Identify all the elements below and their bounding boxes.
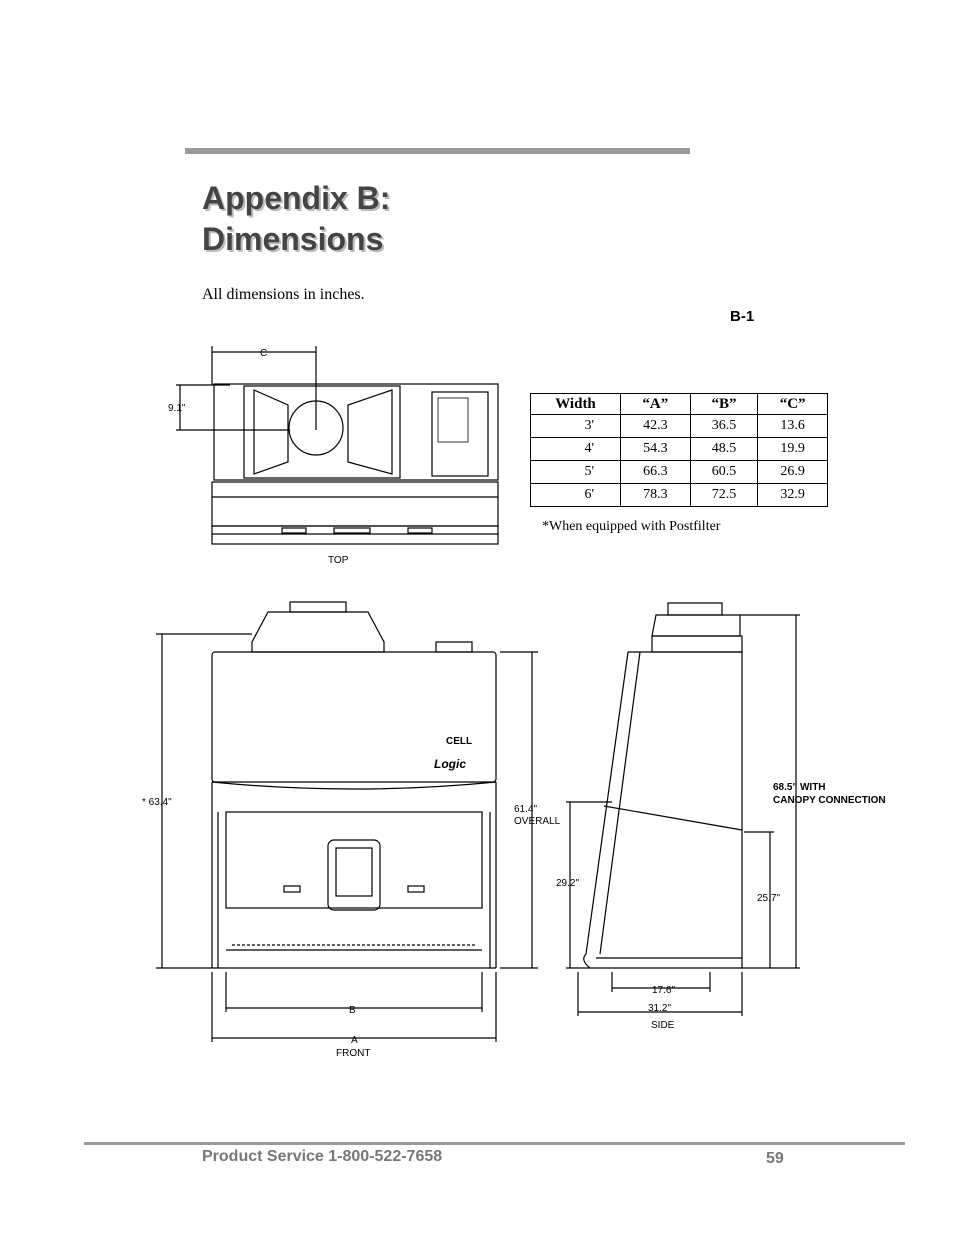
label-b: B <box>349 1005 356 1016</box>
cell-a: 66.3 <box>620 460 691 484</box>
label-29-2: 29.2" <box>556 878 579 889</box>
footer-rule <box>84 1142 905 1145</box>
title-line-1: Appendix B: <box>202 180 391 216</box>
figure-label: B-1 <box>730 308 755 325</box>
cell-width: 4' <box>530 437 621 461</box>
title-line-2: Dimensions <box>202 221 384 257</box>
cell-a: 42.3 <box>620 414 691 438</box>
cell-b: 36.5 <box>689 414 759 438</box>
header-c: “C” <box>757 393 828 415</box>
label-overall: OVERALL <box>514 816 561 827</box>
front-view-drawing <box>156 601 538 1042</box>
label-31-2: 31.2" <box>648 1003 671 1014</box>
label-61-4: 61.4" <box>514 804 537 815</box>
drawing-labels: C 9.1" TOP * 63.4" 61.4" OVERALL B A FRO… <box>142 348 780 1059</box>
page-number: 59 <box>766 1150 784 1167</box>
table-row: 3' 42.3 36.5 13.6 <box>530 414 828 438</box>
table-row: 6' 78.3 72.5 32.9 <box>530 483 828 507</box>
cell-width: 5' <box>530 460 621 484</box>
label-top: TOP <box>328 555 349 566</box>
header-b: “B” <box>689 393 759 415</box>
cell-c: 13.6 <box>757 414 828 438</box>
label-side: SIDE <box>651 1020 675 1031</box>
cell-a: 78.3 <box>620 483 691 507</box>
cell-b: 60.5 <box>689 460 759 484</box>
label-c: C <box>260 348 267 359</box>
cell-width: 6' <box>530 483 621 507</box>
label-a: A <box>351 1035 358 1046</box>
footer-contact: Product Service 1-800-522-7658 <box>202 1148 443 1165</box>
canopy-note: 68.5" WITH CANOPY CONNECTION <box>773 781 886 807</box>
cell-b: 48.5 <box>689 437 759 461</box>
label-25-7: 25.7" <box>757 893 780 904</box>
cell-b: 72.5 <box>689 483 759 507</box>
header-width: Width <box>530 393 621 415</box>
table-row: 4' 54.3 48.5 19.9 <box>530 437 828 461</box>
header-a: “A” <box>620 393 691 415</box>
page-title: Appendix B: Dimensions <box>202 178 390 260</box>
top-rule <box>185 148 690 154</box>
table-footnote: *When equipped with Postfilter <box>542 519 721 534</box>
cell-c: 26.9 <box>757 460 828 484</box>
cell-a: 54.3 <box>620 437 691 461</box>
label-front: FRONT <box>336 1048 370 1059</box>
top-view-drawing <box>176 346 499 545</box>
canopy-note-line-1: 68.5" WITH <box>773 782 826 793</box>
label-9-1: 9.1" <box>168 403 186 414</box>
label-63-4: * 63.4" <box>142 797 172 808</box>
brand-cell: CELL <box>446 736 472 747</box>
dimensions-table: Width “A” “B” “C” 3' 42.3 36.5 13.6 4' 5… <box>530 393 828 507</box>
cell-c: 19.9 <box>757 437 828 461</box>
canopy-note-line-2: CANOPY CONNECTION <box>773 795 886 806</box>
brand-logic: Logic <box>434 757 466 771</box>
cell-c: 32.9 <box>757 483 828 507</box>
label-17-6: 17.6" <box>652 985 675 996</box>
intro-text: All dimensions in inches. <box>202 286 365 303</box>
side-view-drawing <box>566 602 800 1016</box>
cell-width: 3' <box>530 414 621 438</box>
table-row: 5' 66.3 60.5 26.9 <box>530 460 828 484</box>
table-header-row: Width “A” “B” “C” <box>530 393 828 415</box>
